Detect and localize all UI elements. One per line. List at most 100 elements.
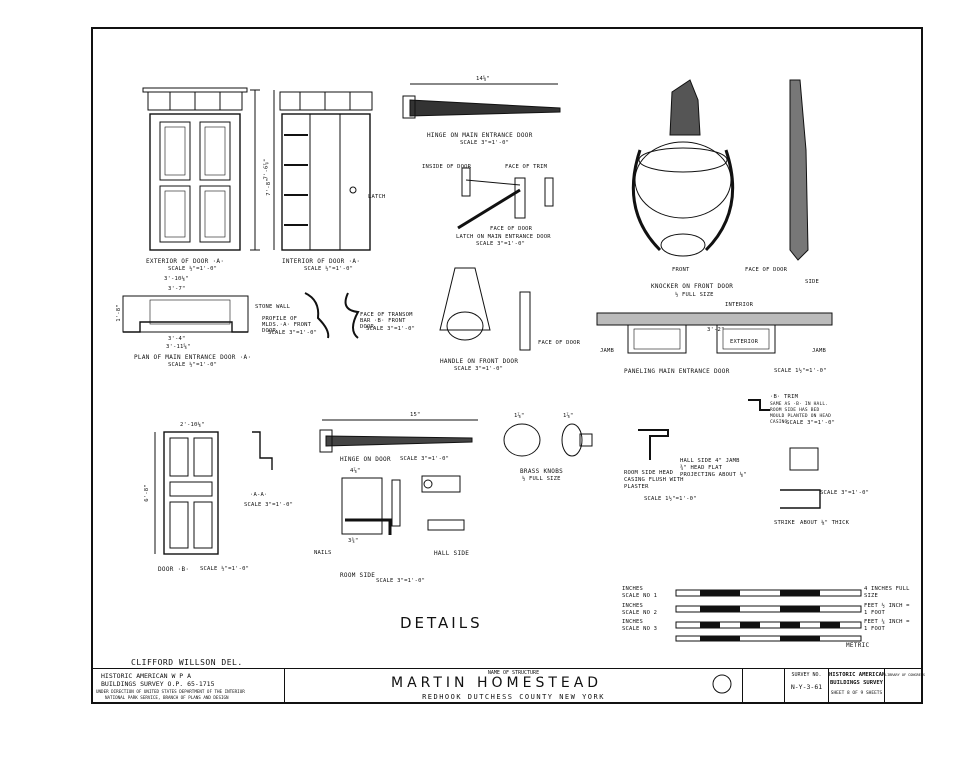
label-jamb-left: JAMB xyxy=(600,348,615,354)
dim-plan-side: 1'-8" xyxy=(115,304,122,322)
label-b-trim-scale: SCALE 3"=1'-0" xyxy=(786,420,836,426)
dim-hinge-main: 14⅝" xyxy=(476,76,491,82)
label-hinge-main-scale: SCALE 3"=1'-0" xyxy=(460,140,510,146)
dim-lock-top: 4⅞" xyxy=(350,468,361,474)
plan-entrance-drawing xyxy=(122,295,249,333)
title-block-habs: HISTORIC AMERICAN BUILDINGS SURVEY SHEET… xyxy=(829,669,885,703)
label-inside-of-door: INSIDE OF DOOR xyxy=(422,164,472,170)
title-block-survey: SURVEY NO. N-Y-3-61 xyxy=(785,669,829,703)
label-section-aa-scale: SCALE 3"=1'-0" xyxy=(244,502,294,508)
dim-door-b-height: 6'-8" xyxy=(143,484,150,502)
label-plan-main-scale: SCALE ½"=1'-0" xyxy=(168,362,218,368)
dim-hinge-door: 15" xyxy=(410,412,421,418)
label-latch-main: LATCH ON MAIN ENTRANCE DOOR xyxy=(456,234,551,240)
label-knocker-side: SIDE xyxy=(805,279,820,285)
label-brass-knobs: BRASS KNOBS xyxy=(520,468,564,475)
library-label: LIBRARY OF CONGRESS xyxy=(885,673,926,677)
title-block-name: NAME OF STRUCTURE MARTIN HOMESTEAD REDHO… xyxy=(285,669,743,703)
scale-2-note: FEET ½ INCH = 1 FOOT xyxy=(864,603,910,616)
dim-paneling: 3'-2" xyxy=(707,327,725,333)
label-interior-door: INTERIOR OF DOOR ·A· xyxy=(282,258,361,265)
dim-plan-width1: 3'-4" xyxy=(168,336,186,342)
survey-label: SURVEY NO. xyxy=(791,672,822,678)
label-stone-wall: STONE WALL xyxy=(255,304,291,310)
label-jamb-right: JAMB xyxy=(812,348,827,354)
hinge-door-drawing xyxy=(319,419,478,453)
label-knocker-title: KNOCKER ON FRONT DOOR xyxy=(651,283,734,290)
label-exterior-door: EXTERIOR OF DOOR ·A· xyxy=(146,258,225,265)
agency-line-4: NATIONAL PARK SERVICE, BRANCH OF PLANS A… xyxy=(105,695,229,700)
dim-knob1: 1⅞" xyxy=(514,413,525,419)
label-nails: NAILS xyxy=(314,550,332,556)
label-profile-scale: SCALE 3"=1'-0" xyxy=(268,330,318,336)
dim-lock-bottom: 3¾" xyxy=(348,538,359,544)
label-hinge-door-scale: SCALE 3"=1'-0" xyxy=(400,456,450,462)
handle-drawing xyxy=(439,267,531,351)
label-section-aa: ·A-A· xyxy=(250,492,268,498)
door-b-drawing xyxy=(154,431,219,555)
title-block-seal xyxy=(743,669,785,703)
label-strike-thick: ABOUT ⅛" THICK xyxy=(800,520,850,526)
lock-drawing xyxy=(341,475,465,535)
label-b-trim-note: SAME AS ·B· IN HALL. ROOM SIDE HAS BED M… xyxy=(770,402,832,425)
structure-location: REDHOOK DUTCHESS COUNTY NEW YORK xyxy=(422,693,605,701)
scale-2-label: INCHES SCALE No 2 xyxy=(622,603,658,616)
agency-line-2: BUILDINGS SURVEY O.P. 65-1715 xyxy=(101,680,215,688)
label-paneling: PANELING MAIN ENTRANCE DOOR xyxy=(624,368,730,375)
title-block: HISTORIC AMERICAN W P A BUILDINGS SURVEY… xyxy=(93,668,926,703)
label-plan-main: PLAN OF MAIN ENTRANCE DOOR ·A· xyxy=(134,354,252,361)
sheet-number: SHEET 8 OF 9 SHEETS xyxy=(830,691,883,696)
scale-1-label: INCHES SCALE No 1 xyxy=(622,586,658,599)
label-hall-side-note: HALL SIDE 4" JAMB ¾" HEAD FLAT PROJECTIN… xyxy=(680,458,747,478)
label-face-of-trim: FACE OF TRIM xyxy=(505,164,548,170)
agency-line-1: HISTORIC AMERICAN W P A xyxy=(101,672,192,680)
label-latch: LATCH xyxy=(368,194,386,200)
agency-line-3: UNDER DIRECTION OF UNITED STATES DEPARTM… xyxy=(96,689,245,694)
label-casing-scale: SCALE 1½"=1'-0" xyxy=(644,496,697,502)
label-face-of-door: FACE OF DOOR xyxy=(490,226,533,232)
dim-exterior-height: 7'-6⅞" xyxy=(263,158,270,180)
label-hinge-main: HINGE ON MAIN ENTRANCE DOOR xyxy=(427,132,533,139)
graphic-scales xyxy=(675,589,862,642)
dim-plan-inner: 3'-7" xyxy=(168,286,186,292)
habs-line-2: BUILDINGS SURVEY xyxy=(830,680,883,686)
label-strike: STRIKE xyxy=(774,520,796,526)
label-latch-main-scale: SCALE 3"=1'-0" xyxy=(476,241,526,247)
label-lock-scale: SCALE 3"=1'-0" xyxy=(376,578,426,584)
latch-drawing xyxy=(457,167,554,230)
label-room-side-note: ROOM SIDE HEAD CASING FLUSH WITH PLASTER xyxy=(624,470,684,490)
label-interior: INTERIOR xyxy=(725,302,754,308)
label-hinge-door: HINGE ON DOOR xyxy=(340,456,391,463)
label-paneling-scale: SCALE 1½"=1'-0" xyxy=(774,368,827,374)
scale-metric-note: METRIC xyxy=(846,642,870,649)
title-block-agency: HISTORIC AMERICAN W P A BUILDINGS SURVEY… xyxy=(93,669,285,703)
label-b-trim: ·B· TRIM xyxy=(770,394,799,400)
label-handle-scale: SCALE 3"=1'-0" xyxy=(454,366,504,372)
scale-1-note: 4 INCHES FULL SIZE xyxy=(864,586,910,599)
structure-name-label: NAME OF STRUCTURE xyxy=(487,670,540,676)
scale-3-label: INCHES SCALE No 3 xyxy=(622,619,658,632)
hinge-main-drawing xyxy=(402,83,561,119)
label-hall-side: HALL SIDE xyxy=(434,550,470,557)
paneling-drawing xyxy=(596,312,833,354)
exterior-door-drawing xyxy=(142,87,260,251)
delineator: CLIFFORD WILLSON DEL. xyxy=(131,658,243,667)
label-knocker-scale: ½ FULL SIZE xyxy=(675,292,714,298)
scale-3-note: FEET ¼ INCH = 1 FOOT xyxy=(864,619,910,632)
label-exterior-door-scale: SCALE ½"=1'-0" xyxy=(168,266,218,272)
label-handle-front: HANDLE ON FRONT DOOR xyxy=(440,358,519,365)
label-profile-mlds: PROFILE OF MLDS.·A· FRONT DOOR xyxy=(262,316,312,334)
structure-name: MARTIN HOMESTEAD xyxy=(391,675,603,691)
dim-plan-top: 3'-10⅛" xyxy=(164,276,189,282)
dim-interior-height: 7'-8" xyxy=(265,178,272,196)
label-brass-knobs-scale: ½ FULL SIZE xyxy=(522,476,561,482)
drawing-sheet-border xyxy=(91,27,923,704)
details-heading: DETAILS xyxy=(400,614,483,632)
label-door-b-scale: SCALE ½"=1'-0" xyxy=(200,566,250,572)
label-strike-scale: SCALE 3"=1'-0" xyxy=(820,490,870,496)
label-room-side: ROOM SIDE xyxy=(340,572,376,579)
dim-door-b-width: 2'-10⅛" xyxy=(180,422,205,428)
label-interior-door-scale: SCALE ½"=1'-0" xyxy=(304,266,354,272)
survey-number: N-Y-3-61 xyxy=(790,683,823,691)
